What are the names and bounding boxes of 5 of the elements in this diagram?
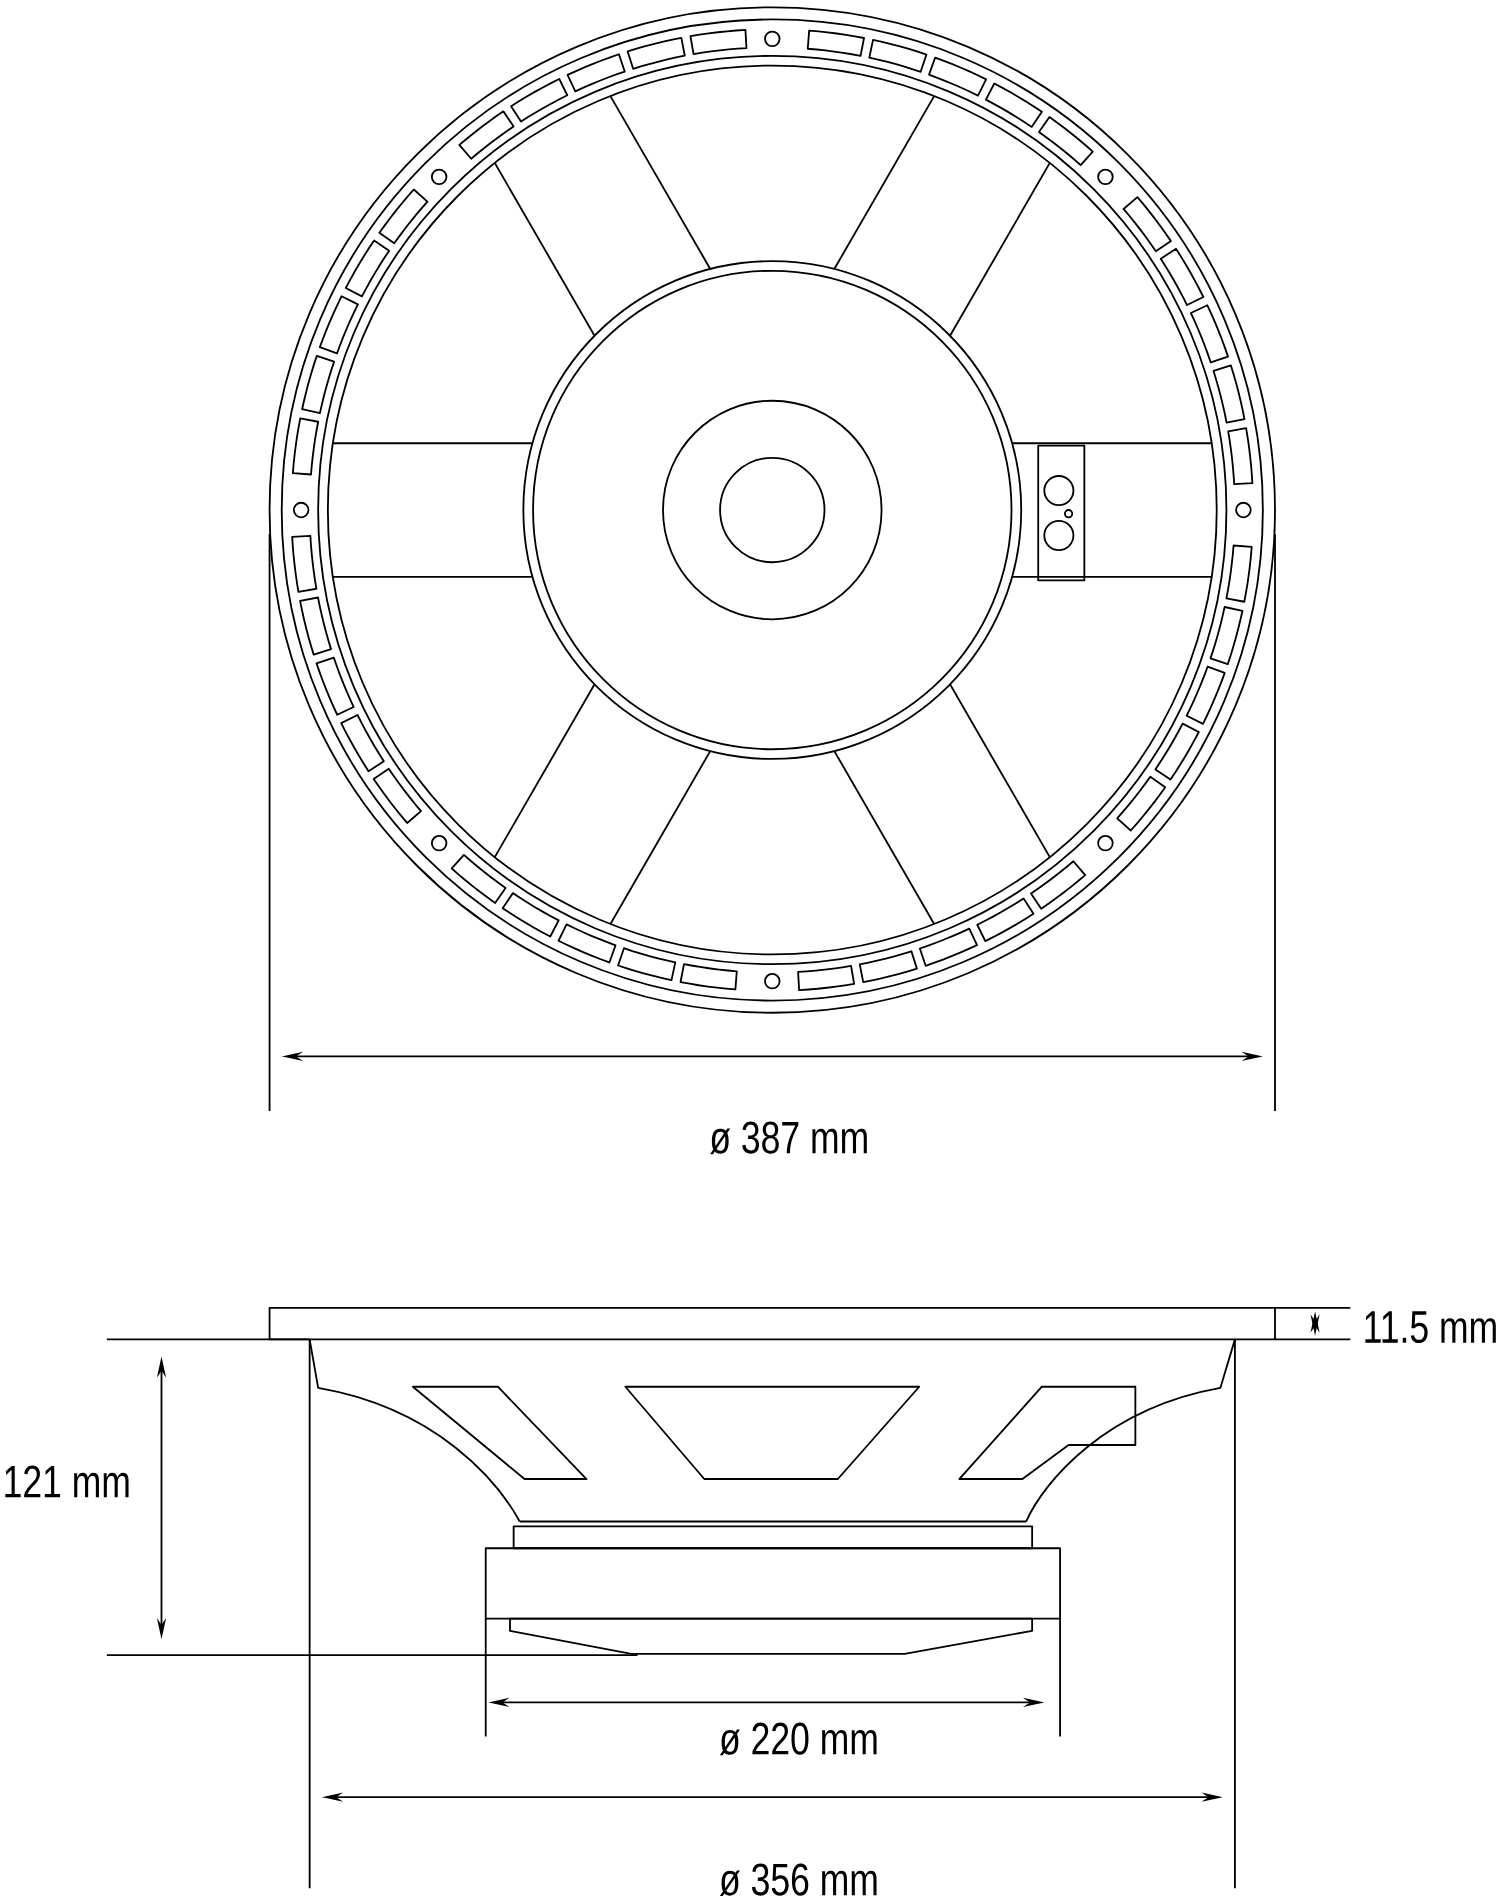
dimension-label: ø 387 mm [709, 1121, 867, 1155]
dimension-label: 121 mm [5, 1465, 129, 1498]
dimension-label: ø 356 mm [719, 1863, 877, 1897]
dimension-label: ø 220 mm [719, 1722, 877, 1756]
dimension-label: 11.5 mm [1365, 1311, 1496, 1344]
